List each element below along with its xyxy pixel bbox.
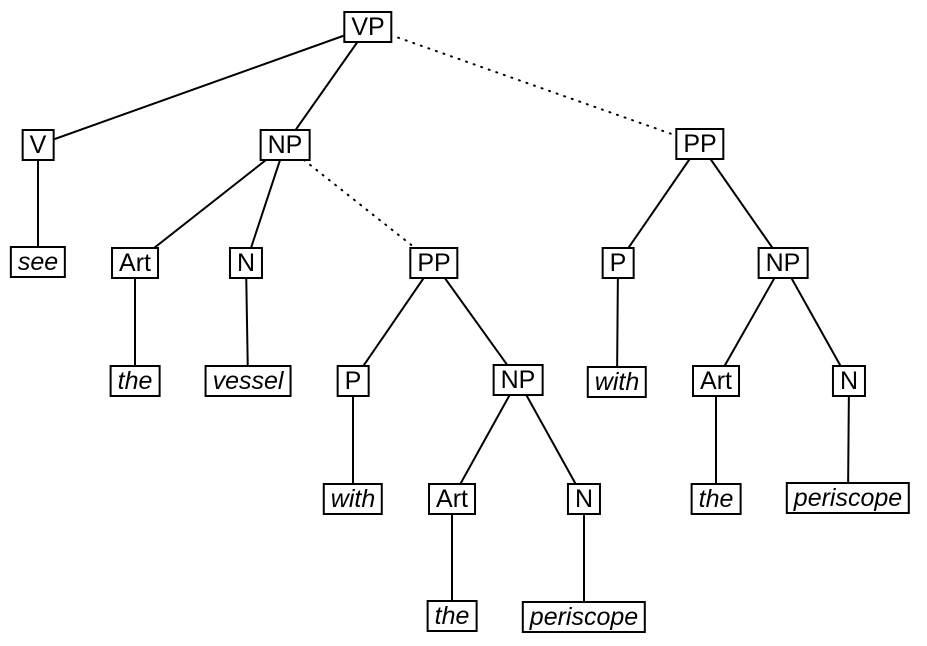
edge-np-object-art-object	[134, 144, 286, 264]
node-periscope-pp-vp: periscope	[785, 482, 911, 514]
edge-np-pp-vp-art-pp-vp	[715, 262, 784, 382]
edge-pp-vp-p-vp	[617, 143, 701, 264]
node-n-object: N	[228, 247, 264, 279]
edge-vp-v	[37, 26, 369, 146]
node-np-pp-np: NP	[492, 364, 544, 396]
node-periscope-pp-np: periscope	[521, 601, 647, 633]
edge-pp-vp-np-pp-vp	[699, 143, 784, 264]
node-with-vp: with	[586, 366, 648, 398]
edge-pp-np-p-np	[352, 262, 435, 382]
node-art-pp-vp: Art	[692, 365, 740, 397]
edge-np-object-pp-np-dotted	[284, 144, 435, 264]
node-art-object: Art	[111, 247, 159, 279]
node-art-pp-np: Art	[428, 483, 476, 515]
edge-p-vp-with-vp	[616, 262, 619, 383]
edge-np-pp-np-art-pp-np	[451, 379, 519, 500]
node-see: see	[9, 246, 67, 278]
edge-n-object-vessel	[245, 262, 249, 382]
node-p-vp: P	[601, 247, 635, 279]
edge-vp-np-object	[284, 26, 369, 146]
edge-vp-pp-vp-dotted	[367, 26, 701, 145]
edge-np-object-n-object	[245, 144, 286, 264]
node-vessel: vessel	[204, 365, 292, 397]
node-vp: VP	[343, 11, 393, 43]
node-pp-vp: PP	[675, 128, 725, 160]
node-the-object: the	[109, 365, 161, 397]
node-the-pp-np: the	[426, 600, 478, 632]
node-v: V	[21, 129, 55, 161]
edge-np-pp-vp-n-pp-vp	[782, 262, 850, 382]
node-the-pp-vp: the	[690, 483, 742, 515]
edge-np-pp-np-n-pp-np	[517, 379, 585, 500]
node-pp-np: PP	[409, 247, 459, 279]
node-p-np: P	[336, 365, 370, 397]
node-np-pp-vp: NP	[757, 247, 809, 279]
node-n-pp-np: N	[566, 483, 602, 515]
node-np-object: NP	[259, 129, 311, 161]
edge-n-pp-vp-periscope-pp-vp	[847, 380, 850, 499]
node-with-np: with	[322, 483, 384, 515]
edge-pp-np-np-pp-np	[433, 262, 519, 381]
node-n-pp-vp: N	[831, 365, 867, 397]
